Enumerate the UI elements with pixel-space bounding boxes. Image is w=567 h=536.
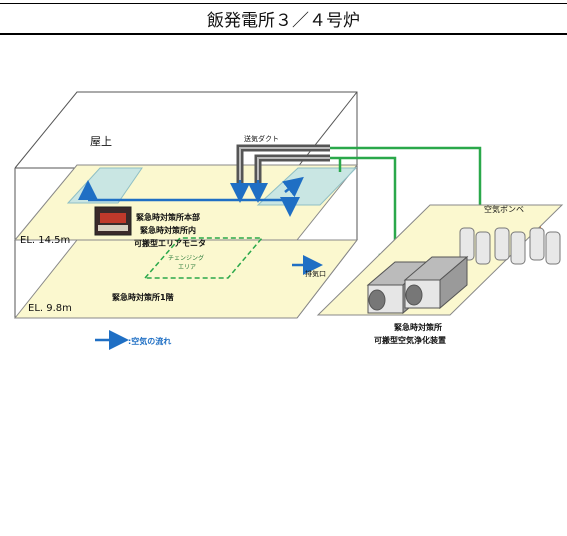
hq-inside-label: 緊急時対策所内 — [140, 225, 196, 235]
page-title: 飯発電所３／４号炉 — [207, 11, 360, 31]
el-lower-label: EL. 9.8m — [28, 303, 72, 314]
title-underline — [0, 33, 567, 35]
purifier-label-1: 緊急時対策所 — [394, 322, 442, 332]
lower-floor — [13, 239, 359, 319]
el-upper-label: EL. 14.5m — [20, 235, 70, 246]
top-rule — [0, 3, 567, 4]
legend-label: :空気の流れ — [128, 336, 171, 346]
monitor-photo — [94, 206, 132, 236]
hq-label: 緊急時対策所本部 — [136, 212, 200, 222]
duct-label: 送気ダクト — [244, 134, 279, 143]
changing-area — [143, 237, 264, 279]
air-flow-path — [78, 176, 323, 350]
changing-label-1: チェンジング — [168, 254, 204, 262]
air-cylinders — [459, 227, 561, 265]
air-cylinders-label: 空気ボンベ — [484, 204, 524, 214]
monitor-label: 可搬型エリアモニタ — [134, 238, 206, 248]
purifier-label-2: 可搬型空気浄化装置 — [374, 335, 446, 345]
first-floor-label: 緊急時対策所1階 — [112, 292, 174, 302]
rooftop-label: 屋上 — [90, 135, 112, 148]
purifier-units — [366, 255, 469, 315]
changing-label-2: エリア — [178, 264, 196, 271]
exhaust-label: 排気口 — [305, 269, 326, 278]
